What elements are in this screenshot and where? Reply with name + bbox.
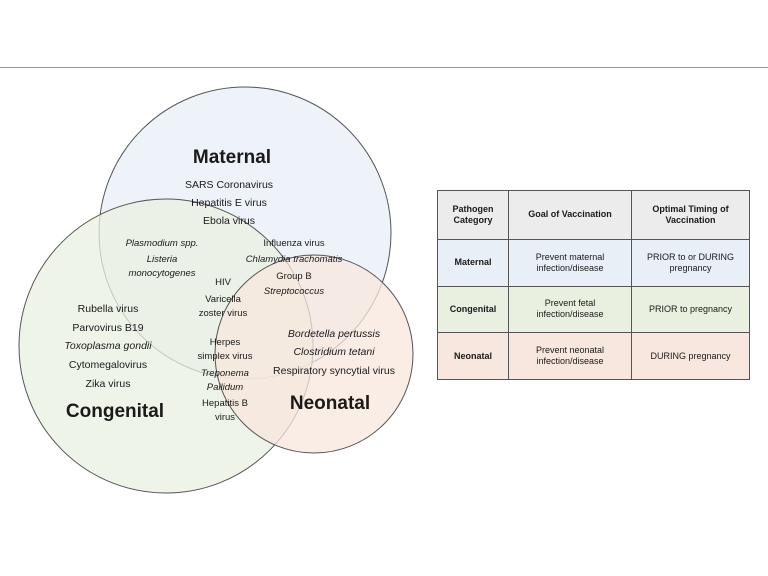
neonatal-pathogen-rsv: Respiratory syncytial virus: [273, 365, 395, 377]
congenital-pathogen-parvovirus: Parvovirus B19: [72, 322, 143, 334]
row-maternal-goal: Prevent maternal infection/disease: [508, 239, 632, 287]
maternal-neonatal-influenza: Influenza virus: [263, 238, 325, 249]
row-neonatal-goal: Prevent neonatal infection/disease: [508, 332, 632, 380]
congenital-title: Congenital: [66, 401, 164, 422]
row-congenital-goal: Prevent fetal infection/disease: [508, 285, 632, 334]
top-divider-line: [0, 67, 768, 68]
maternal-neonatal-group-b: Group B: [276, 271, 311, 282]
congenital-pathogen-cytomegalovirus: Cytomegalovirus: [69, 359, 147, 371]
table-row: Congenital Prevent fetal infection/disea…: [437, 285, 750, 334]
maternal-pathogen-ebola: Ebola virus: [203, 215, 255, 227]
congenital-pathogen-zika: Zika virus: [86, 378, 131, 390]
row-congenital-goal-line-1: Prevent fetal: [544, 298, 596, 309]
row-neonatal-goal-line-1: Prevent neonatal: [535, 344, 605, 355]
row-maternal-timing-line-2: pregnancy: [669, 262, 712, 273]
maternal-neonatal-chlamydia: Chlamydia trachomatis: [246, 254, 343, 265]
neonatal-circle: [214, 254, 414, 454]
neonatal-pathogen-bordetella: Bordetella pertussis: [288, 328, 381, 340]
maternal-pathogen-hepatitis-e: Hepatitis E virus: [191, 197, 267, 209]
row-maternal-goal-line-1: Prevent maternal: [535, 251, 605, 262]
maternal-congenital-listeria: Listeria: [147, 254, 178, 265]
table-row: Neonatal Prevent neonatal infection/dise…: [437, 332, 750, 380]
all-three-hiv: HIV: [215, 277, 232, 288]
congenital-pathogen-rubella: Rubella virus: [78, 303, 139, 315]
header-timing: Optimal Timing of Vaccination: [631, 190, 750, 240]
header-category-line-1: Pathogen: [452, 203, 494, 214]
all-three-varicella: Varicella: [205, 294, 241, 305]
congenital-neonatal-herpes: Herpes: [210, 337, 241, 348]
congenital-neonatal-simplex: simplex virus: [198, 351, 253, 362]
row-maternal-category: Maternal: [437, 239, 509, 287]
congenital-neonatal-treponema: Treponema: [201, 368, 249, 379]
row-neonatal-timing: DURING pregnancy: [631, 332, 750, 380]
header-goal: Goal of Vaccination: [508, 190, 632, 240]
table-header-row: Pathogen Category Goal of Vaccination Op…: [437, 190, 750, 240]
header-pathogen-category: Pathogen Category: [437, 190, 509, 240]
maternal-pathogen-sars: SARS Coronavirus: [185, 179, 273, 191]
neonatal-pathogen-clostridium: Clostridium tetani: [293, 346, 375, 358]
congenital-neonatal-pallidum: Pallidum: [207, 382, 244, 393]
row-congenital-goal-line-2: infection/disease: [536, 309, 604, 320]
all-three-zoster: zoster virus: [199, 308, 248, 319]
table-row: Maternal Prevent maternal infection/dise…: [437, 239, 750, 287]
maternal-neonatal-streptococcus: Streptococcus: [264, 286, 324, 297]
maternal-title: Maternal: [193, 147, 271, 168]
row-congenital-category: Congenital: [437, 285, 509, 334]
row-maternal-timing: PRIOR to or DURING pregnancy: [631, 239, 750, 287]
congenital-pathogen-toxoplasma: Toxoplasma gondii: [64, 340, 152, 352]
row-congenital-timing: PRIOR to pregnancy: [631, 285, 750, 334]
venn-diagram: Maternal Congenital Neonatal SARS Corona…: [18, 86, 414, 494]
row-neonatal-goal-line-2: infection/disease: [536, 356, 604, 367]
congenital-neonatal-hepatitis-b-virus: virus: [215, 412, 235, 423]
maternal-congenital-plasmodium: Plasmodium spp.: [126, 238, 199, 249]
row-neonatal-timing-line-1: DURING pregnancy: [650, 350, 731, 361]
header-timing-line-1: Optimal Timing of: [652, 203, 729, 214]
vaccination-table: Pathogen Category Goal of Vaccination Op…: [437, 190, 750, 380]
row-maternal-goal-line-2: infection/disease: [536, 262, 604, 273]
neonatal-title: Neonatal: [290, 393, 370, 414]
maternal-congenital-monocytogenes: monocytogenes: [128, 268, 195, 279]
header-timing-line-2: Vaccination: [665, 215, 716, 225]
congenital-neonatal-hepatitis-b: Hepatitis B: [202, 398, 248, 409]
row-congenital-timing-line-1: PRIOR to pregnancy: [648, 303, 733, 314]
header-category-line-2: Category: [453, 215, 493, 225]
row-neonatal-category: Neonatal: [437, 332, 509, 380]
row-maternal-timing-line-1: PRIOR to or DURING: [646, 251, 734, 262]
